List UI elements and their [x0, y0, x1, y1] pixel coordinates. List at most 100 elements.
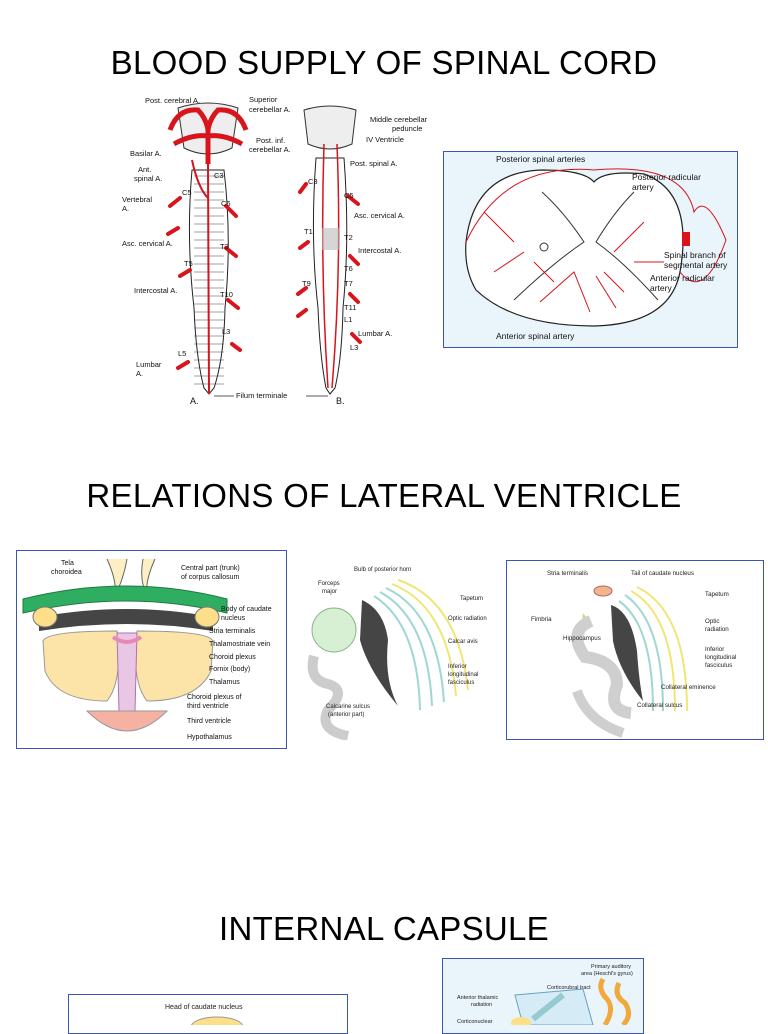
label-asc-cervical-left: Asc. cervical A.	[122, 239, 173, 248]
label-stria-terminalis-2: Stria terminalis	[547, 570, 588, 577]
label-vertebral-2: A.	[122, 204, 129, 213]
label-tapetum: Tapetum	[460, 596, 483, 602]
label-forceps-major: Forceps	[318, 581, 340, 587]
anterior-spinal-artery-left	[191, 159, 210, 395]
label-hypothalamus: Hypothalamus	[187, 734, 232, 741]
label-post-inf-cerebellar: Post. inf.	[256, 136, 285, 145]
label-ant-spinal: Ant.	[138, 165, 151, 174]
label-body-caudate-2: nucleus	[221, 615, 246, 622]
circle-of-willis-arteries	[167, 107, 249, 164]
seg-t7: T7	[344, 279, 353, 288]
segmental-branches-right	[296, 182, 362, 344]
label-body-caudate: Body of caudate	[221, 606, 272, 613]
label-vertebral: Vertebral	[122, 195, 152, 204]
posterior-horn-svg: Bulb of posterior horn Forceps major Tap…	[307, 567, 487, 740]
seg-t1: T1	[304, 227, 313, 236]
label-spinal-branch: Spinal branch of	[664, 250, 726, 260]
label-corticorubral: Corticorubral tract	[547, 985, 591, 991]
label-calcar-avis: Calcar avis	[448, 639, 478, 645]
segmental-branches-left	[166, 196, 242, 370]
label-inferior-longitudinal-b: Inferior	[705, 646, 724, 653]
label-third-ventricle: Third ventricle	[187, 718, 231, 725]
label-lumbar-left: Lumbar	[136, 360, 162, 369]
hypothalamus	[85, 710, 169, 732]
internal-capsule-left-svg: Head of caudate nucleus	[165, 1004, 244, 1033]
label-anterior-radicular: Anterior radicular	[650, 273, 715, 283]
label-hippocampus: Hippocampus	[563, 635, 601, 642]
seg-l3: L3	[222, 327, 230, 336]
cross-section-svg: Posterior spinal arteries Posterior radi…	[465, 154, 728, 341]
internal-capsule-figure-right: Primary auditory area (Heschl's gyrus) C…	[442, 958, 644, 1034]
seg-c3b: C3	[308, 177, 318, 186]
label-anterior-thalamic-2: radiation	[471, 1002, 492, 1008]
seg-l3b: L3	[350, 343, 358, 352]
label-post-cerebral: Post. cerebral A.	[145, 96, 200, 105]
label-anterior-radicular-2: artery	[650, 283, 672, 293]
inferior-horn-figure: Stria terminalis Tail of caudate nucleus…	[506, 560, 764, 740]
seg-c5b: C5	[344, 191, 354, 200]
label-inferior-longitudinal-b2: longitudinal	[705, 654, 736, 661]
label-posterior-radicular-2: artery	[632, 182, 654, 192]
label-inferior-longitudinal-b3: fasciculus	[705, 662, 732, 669]
label-corticonuclear: Corticonuclear	[457, 1019, 493, 1025]
label-choroid-third: Choroid plexus of	[187, 694, 242, 701]
internal-capsule-right-svg: Primary auditory area (Heschl's gyrus) C…	[457, 964, 633, 1029]
label-inferior-longitudinal-3: fasciculus	[448, 680, 474, 686]
label-asc-cervical-right: Asc. cervical A.	[354, 211, 405, 220]
label-tela-choroidea: Tela	[61, 560, 74, 567]
heading-blood-supply: BLOOD SUPPLY OF SPINAL CORD	[110, 44, 658, 81]
spinal-cord-cross-section: Posterior spinal arteries Posterior radi…	[443, 151, 738, 348]
label-choroid-plexus: Choroid plexus	[209, 654, 256, 661]
label-intercostal-left: Intercostal A.	[134, 286, 177, 295]
intramedullary-arteries	[465, 168, 727, 313]
label-iv-ventricle: IV Ventricle	[366, 135, 404, 144]
label-basilar: Basilar A.	[130, 149, 162, 158]
seg-t3: T3	[220, 242, 229, 251]
heading-internal-capsule: INTERNAL CAPSULE	[219, 910, 549, 947]
label-b: B.	[336, 396, 345, 406]
inferior-horn-svg: Stria terminalis Tail of caudate nucleus…	[531, 570, 736, 738]
label-inferior-longitudinal: Inferior	[448, 664, 467, 670]
label-intercostal-right: Intercostal A.	[358, 246, 401, 255]
seg-c5: C5	[182, 188, 192, 197]
label-posterior-radicular: Posterior radicular	[632, 172, 701, 182]
seg-c6: C6	[221, 199, 231, 208]
label-central-part-2: of corpus callosum	[181, 574, 240, 581]
thalamus-right	[134, 630, 214, 702]
label-collateral-sulcus: Collateral sulcus	[637, 702, 682, 709]
thalamus-left	[42, 630, 120, 702]
label-post-inf-cerebellar-2: cerebellar A.	[249, 145, 291, 154]
spinal-cord-arteries-figure: Post. cerebral A. Superior cerebellar A.…	[108, 88, 443, 410]
posterior-horn-figure: Bulb of posterior horn Forceps major Tap…	[288, 560, 504, 740]
label-anterior-spinal-artery: Anterior spinal artery	[496, 331, 575, 341]
label-middle-cerebellar-2: peduncle	[392, 124, 422, 133]
label-forceps-major-2: major	[322, 589, 337, 595]
label-lumbar-left-2: A.	[136, 369, 143, 378]
label-thalamus: Thalamus	[209, 679, 240, 686]
seg-t11: T11	[344, 303, 356, 312]
label-filum-terminale: Filum terminale	[236, 391, 287, 400]
label-primary-auditory: Primary auditory	[591, 964, 631, 970]
label-primary-auditory-2: area (Heschl's gyrus)	[581, 971, 633, 977]
label-tail-caudate: Tail of caudate nucleus	[631, 570, 694, 577]
seg-t10: T10	[220, 290, 233, 299]
seg-l5: L5	[178, 349, 186, 358]
label-bulb: Bulb of posterior horn	[354, 567, 411, 573]
label-fimbria: Fimbria	[531, 616, 552, 623]
label-post-spinal: Post. spinal A.	[350, 159, 398, 168]
label-superior-cerebellar: Superior	[249, 95, 278, 104]
seg-t6: T6	[344, 264, 353, 273]
heading-lateral-ventricle: RELATIONS OF LATERAL VENTRICLE	[86, 477, 682, 514]
label-fornix: Fornix (body)	[209, 666, 250, 673]
label-thalamostriate: Thalamostriate vein	[209, 641, 270, 648]
posterior-spinal-arteries-right	[321, 143, 340, 389]
label-middle-cerebellar: Middle cerebellar	[370, 115, 428, 124]
label-central-part: Central part (trunk)	[181, 565, 240, 572]
label-calcarine-2: (anterior part)	[328, 712, 364, 718]
label-inferior-longitudinal-2: longitudinal	[448, 672, 478, 678]
label-anterior-thalamic: Anterior thalamic	[457, 995, 499, 1001]
corpus-callosum	[22, 585, 228, 614]
label-calcarine: Calcarine sulcus	[326, 704, 370, 710]
brainstem-right	[303, 105, 357, 150]
inferior-horn-cavity	[611, 605, 643, 701]
